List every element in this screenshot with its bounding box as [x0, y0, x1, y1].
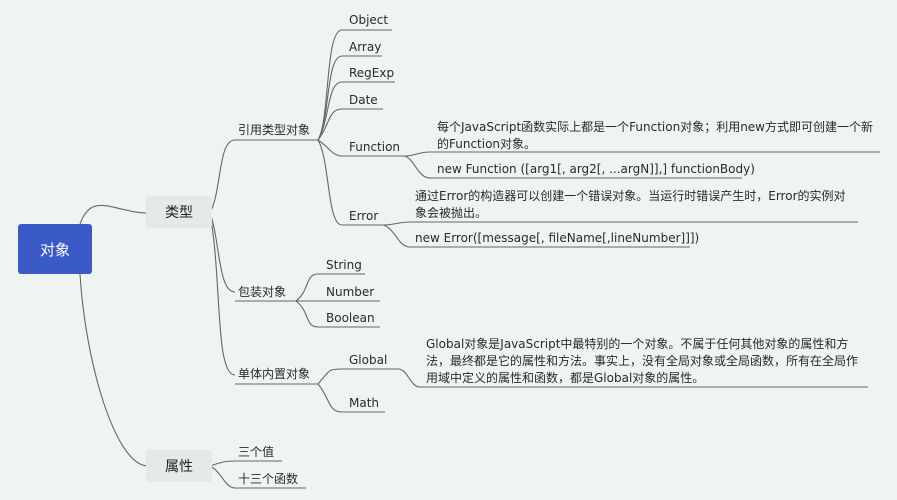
- node-builtin-objects[interactable]: 单体内置对象: [238, 367, 311, 381]
- global-description[interactable]: Global对象是JavaScript中最特别的一个对象。不属于任何其他对象的属…: [426, 337, 859, 385]
- root-node[interactable]: 对象: [18, 224, 92, 274]
- node-thirteen-functions[interactable]: 十三个函数: [238, 472, 299, 486]
- branch-props[interactable]: 属性: [146, 450, 212, 482]
- node-global[interactable]: Global: [349, 353, 388, 367]
- node-function[interactable]: Function: [349, 140, 401, 154]
- function-description[interactable]: 每个JavaScript函数实际上都是一个Function对象；利用new方式即…: [437, 120, 873, 151]
- branch-types[interactable]: 类型: [146, 196, 212, 228]
- node-array[interactable]: Array: [349, 40, 382, 54]
- node-number[interactable]: Number: [326, 285, 375, 299]
- node-boolean[interactable]: Boolean: [326, 311, 375, 325]
- node-string[interactable]: String: [326, 258, 362, 272]
- node-regexp[interactable]: RegExp: [349, 66, 395, 80]
- node-wrapper-objects[interactable]: 包装对象: [238, 285, 287, 299]
- function-syntax[interactable]: new Function ([arg1[, arg2[, ...argN]],]…: [437, 162, 755, 176]
- error-syntax[interactable]: new Error([message[, fileName[,lineNumbe…: [415, 231, 700, 245]
- node-date[interactable]: Date: [349, 93, 378, 107]
- node-object[interactable]: Object: [349, 13, 389, 27]
- node-math[interactable]: Math: [349, 396, 380, 410]
- node-reference-objects[interactable]: 引用类型对象: [238, 123, 311, 137]
- node-three-values[interactable]: 三个值: [238, 445, 275, 459]
- node-error[interactable]: Error: [349, 209, 379, 223]
- error-description[interactable]: 通过Error的构造器可以创建一个错误对象。当运行时错误产生时，Error的实例…: [415, 189, 846, 220]
